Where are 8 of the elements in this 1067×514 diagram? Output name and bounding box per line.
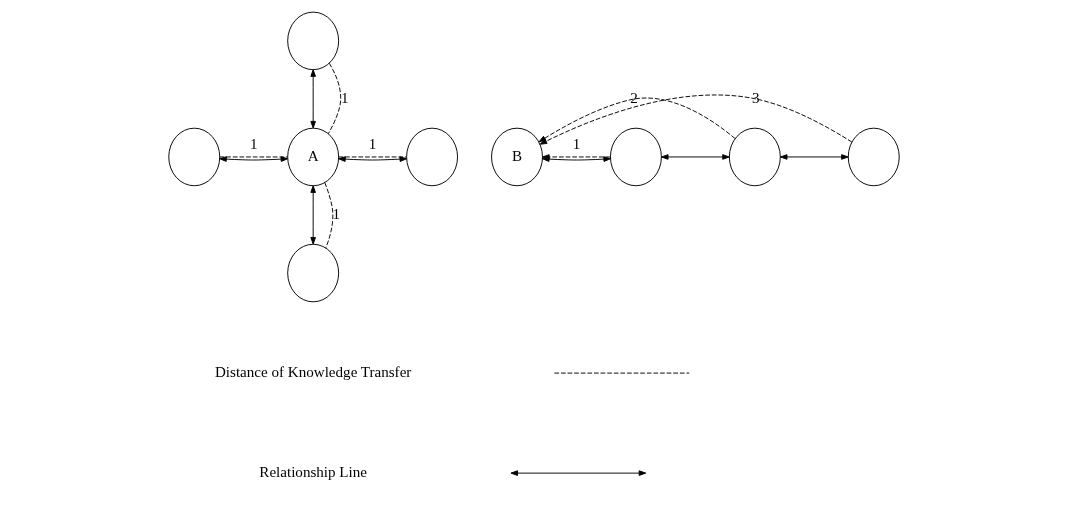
edge-label: 1 bbox=[340, 89, 349, 106]
edge-label: 1 bbox=[332, 205, 340, 222]
edge-label: 3 bbox=[751, 89, 760, 106]
legend-label: Relationship Line bbox=[258, 463, 367, 480]
edge-label: 1 bbox=[368, 136, 376, 153]
edge-label: 1 bbox=[249, 136, 257, 153]
edge-label: 1 bbox=[572, 136, 580, 153]
legend-label: Distance of Knowledge Transfer bbox=[214, 363, 411, 380]
